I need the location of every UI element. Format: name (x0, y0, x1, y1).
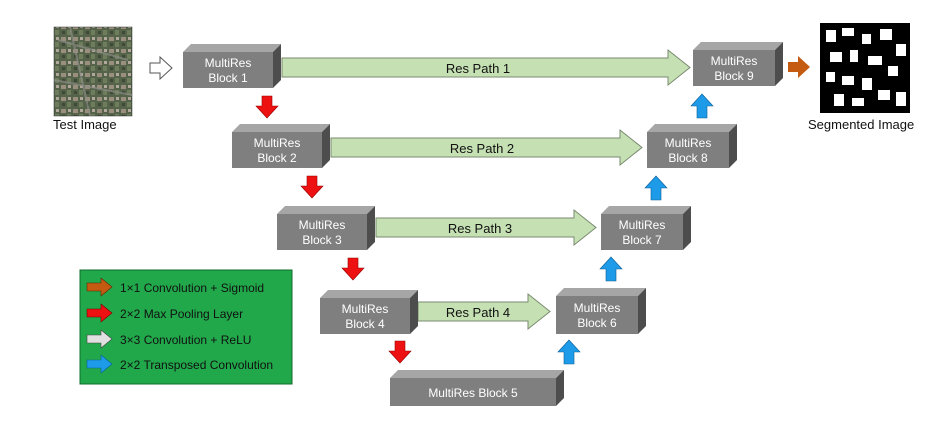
multires-block-4: MultiRes Block 4 (320, 290, 418, 334)
test-image (53, 26, 133, 117)
res-path-3: Res Path 3 (375, 208, 597, 247)
legend-item-conv-relu: 3×3 Convolution + ReLU (86, 329, 251, 349)
legend-label-conv-relu: 3×3 Convolution + ReLU (120, 333, 251, 347)
block-4-label-line1: MultiRes (342, 302, 389, 316)
multires-block-3: MultiRes Block 3 (277, 206, 375, 250)
legend-sigmoid-arrow-icon (86, 277, 113, 297)
maxpool-arrow-icon (388, 340, 412, 364)
block-7-label-line2: Block 7 (622, 233, 662, 247)
block-4-label-line2: Block 4 (345, 317, 385, 331)
legend-transposed-arrow-icon (86, 354, 113, 374)
block-9-label-line2: Block 9 (714, 69, 754, 83)
maxpool-arrow-icon (255, 95, 279, 119)
block-1-label-line2: Block 1 (208, 71, 248, 85)
res-path-2-label: Res Path 2 (450, 141, 514, 156)
conv-relu-arrow-icon (149, 55, 173, 81)
block-8-label-line1: MultiRes (665, 136, 712, 150)
block-2-label-line2: Block 2 (257, 151, 297, 165)
multires-block-5: MultiRes Block 5 (390, 370, 564, 406)
block-1-label-line1: MultiRes (205, 56, 252, 70)
multires-block-6: MultiRes Block 6 (556, 288, 646, 334)
legend-label-maxpool: 2×2 Max Pooling Layer (120, 307, 243, 321)
multires-block-8: MultiRes Block 8 (647, 124, 737, 168)
multires-block-2: MultiRes Block 2 (232, 124, 330, 168)
res-path-1: Res Path 1 (281, 48, 691, 87)
legend-item-sigmoid: 1×1 Convolution + Sigmoid (86, 277, 264, 297)
block-6-label-line2: Block 6 (577, 316, 617, 330)
block-7-label-line1: MultiRes (619, 218, 666, 232)
legend-item-maxpool: 2×2 Max Pooling Layer (86, 303, 243, 323)
multires-block-1: MultiRes Block 1 (183, 44, 281, 88)
maxpool-arrow-icon (341, 257, 365, 281)
legend-item-transposed: 2×2 Transposed Convolution (86, 354, 273, 374)
conv-sigmoid-arrow-icon (788, 56, 810, 78)
legend-label-sigmoid: 1×1 Convolution + Sigmoid (120, 281, 264, 295)
block-5-label: MultiRes Block 5 (428, 386, 518, 400)
legend-label-transposed: 2×2 Transposed Convolution (120, 358, 273, 372)
legend: 1×1 Convolution + Sigmoid 2×2 Max Poolin… (79, 269, 293, 385)
legend-maxpool-arrow-icon (86, 303, 113, 323)
transposed-conv-arrow-icon (557, 339, 581, 365)
maxpool-arrow-icon (300, 175, 324, 199)
block-8-label-line2: Block 8 (668, 151, 708, 165)
multires-block-9: MultiRes Block 9 (693, 42, 783, 86)
segmented-image (820, 23, 910, 113)
transposed-conv-arrow-icon (690, 93, 714, 119)
legend-conv-relu-arrow-icon (86, 329, 113, 349)
res-path-3-label: Res Path 3 (448, 221, 512, 236)
multires-block-7: MultiRes Block 7 (601, 206, 691, 250)
res-path-4: Res Path 4 (417, 292, 551, 331)
block-6-label-line1: MultiRes (574, 301, 621, 315)
block-9-label-line1: MultiRes (711, 54, 758, 68)
transposed-conv-arrow-icon (599, 256, 623, 282)
res-path-1-label: Res Path 1 (446, 61, 510, 76)
block-3-label-line2: Block 3 (302, 233, 342, 247)
block-3-label-line1: MultiRes (299, 218, 346, 232)
test-image-caption: Test Image (53, 117, 117, 132)
res-path-4-label: Res Path 4 (446, 305, 510, 320)
segmented-image-caption: Segmented Image (808, 117, 915, 132)
res-path-2: Res Path 2 (330, 128, 643, 167)
block-2-label-line1: MultiRes (254, 136, 301, 150)
transposed-conv-arrow-icon (644, 175, 668, 201)
